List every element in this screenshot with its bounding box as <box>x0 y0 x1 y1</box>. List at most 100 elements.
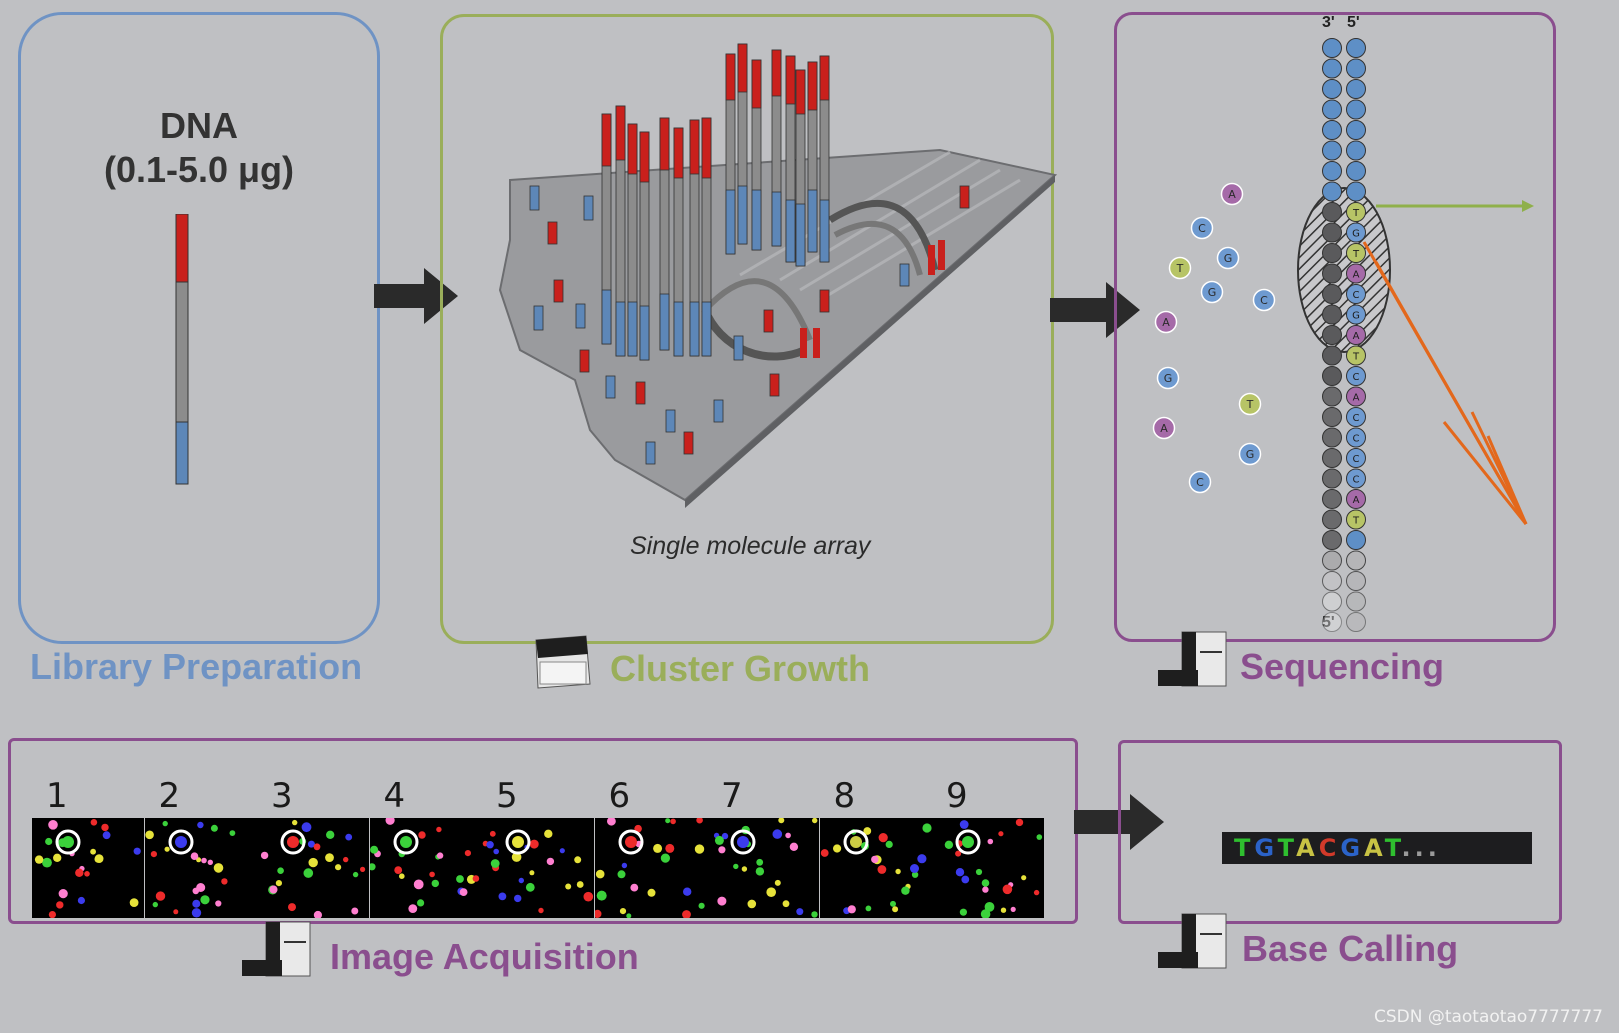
cluster-spot <box>546 857 555 866</box>
cluster-spot <box>84 871 90 877</box>
cluster-spot <box>576 881 584 888</box>
cluster-spot <box>393 866 402 874</box>
cluster-spot <box>360 866 366 872</box>
cluster-spot <box>959 908 967 916</box>
cluster-spot <box>162 820 168 827</box>
strand-bead <box>1322 58 1342 79</box>
cluster-spot <box>313 843 321 851</box>
strand-bead <box>1322 99 1342 120</box>
frame-number: 4 <box>383 776 406 816</box>
strand-label-5prime-bottom: 5' <box>1322 614 1335 631</box>
free-nucleotide <box>1238 392 1262 416</box>
cluster-spot <box>210 824 218 832</box>
cluster-spot <box>774 879 781 886</box>
cluster-spot <box>583 891 594 902</box>
cluster-spot <box>1000 907 1007 913</box>
called-base: T <box>1234 834 1255 862</box>
incorporated-nucleotide <box>1346 386 1366 407</box>
cluster-spot <box>144 830 154 840</box>
cluster-spot <box>832 844 841 853</box>
strand-bead <box>1322 304 1342 325</box>
cluster-spot <box>489 830 496 837</box>
cluster-spot <box>307 840 315 848</box>
cluster-spot <box>961 875 970 884</box>
cluster-spot <box>596 890 607 901</box>
tracked-cluster <box>174 836 187 848</box>
cluster-spot <box>664 843 674 853</box>
cluster-spot <box>416 899 424 907</box>
strand-bead <box>1346 99 1366 120</box>
cluster-spot <box>538 907 544 914</box>
called-base: G <box>1340 834 1365 862</box>
incorporated-nucleotide <box>1346 263 1366 284</box>
cluster-spot <box>220 878 228 885</box>
strand-bead <box>1322 79 1342 99</box>
nucleotide-letter: C <box>1260 294 1268 307</box>
strand-bead <box>1322 263 1342 284</box>
nucleotide-letter: T <box>1352 516 1360 527</box>
tracked-cluster <box>512 836 524 848</box>
cluster-spot <box>594 909 601 918</box>
called-base: A <box>1296 834 1319 862</box>
strand-bead <box>1322 120 1342 140</box>
cluster-spot <box>325 853 334 862</box>
sequencer-icon <box>242 921 311 977</box>
cluster-spot <box>269 885 278 894</box>
incorporated-nucleotide <box>1346 325 1366 345</box>
cluster-spot <box>436 852 443 859</box>
strand-bead <box>1346 550 1366 571</box>
tracked-cluster-ring <box>280 829 306 855</box>
cluster-spot <box>544 829 553 838</box>
sequencer-icon <box>1158 913 1227 969</box>
nucleotide-letter: A <box>1162 316 1170 329</box>
called-base: T <box>1277 834 1297 862</box>
incorporated-nucleotide <box>1346 468 1366 489</box>
called-base: C <box>1318 834 1341 862</box>
tracked-cluster-ring <box>393 829 418 855</box>
cluster-spot <box>698 902 705 909</box>
acquisition-image-frame <box>144 818 257 918</box>
strand-bead <box>1322 448 1342 468</box>
dna-title: DNA <box>160 105 238 146</box>
single-molecule-array-illustration <box>498 43 1058 508</box>
cluster-spot <box>1021 875 1027 881</box>
cluster-spot <box>472 875 479 882</box>
watermark: CSDN @taotaotao7777777 <box>1373 1007 1603 1027</box>
cluster-spot <box>981 879 990 887</box>
cluster-spot <box>916 854 926 864</box>
incorporated-nucleotide <box>1346 427 1366 448</box>
nucleotide-letter: T <box>1352 352 1360 363</box>
strand-bead <box>1346 530 1366 550</box>
cluster-spot <box>455 875 464 883</box>
tracked-cluster-ring <box>618 829 643 855</box>
cluster-spot <box>865 905 871 912</box>
cluster-spot <box>102 831 111 840</box>
cluster-spot <box>56 901 64 909</box>
tracked-cluster-ring <box>168 829 193 855</box>
strand-bead <box>1346 79 1366 99</box>
array-caption: Single molecule array <box>630 532 871 560</box>
arrow-right-icon <box>1050 282 1140 338</box>
cluster-spot <box>326 830 335 839</box>
cluster-spot <box>90 848 96 855</box>
cluster-spot <box>975 868 983 876</box>
cluster-spot <box>288 903 296 912</box>
tracked-cluster <box>737 836 749 848</box>
frame-number: 2 <box>158 776 181 816</box>
nucleotide-letter: C <box>1353 475 1360 486</box>
called-base: A <box>1364 834 1385 862</box>
cluster-spot <box>721 832 729 840</box>
cluster-spot <box>369 863 376 871</box>
cluster-spot <box>660 853 670 863</box>
incorporated-nucleotide <box>1346 202 1366 222</box>
cluster-spot <box>155 891 165 901</box>
nucleotide-letter: C <box>1353 454 1360 465</box>
cluster-spot <box>514 894 522 903</box>
nucleotide-letter: G <box>1224 252 1233 265</box>
cluster-spot <box>885 840 893 848</box>
incorporated-nucleotide <box>1346 366 1366 386</box>
strand-bead <box>1322 407 1342 427</box>
cluster-spot <box>714 835 724 845</box>
nucleotide-letter: T <box>1352 208 1360 219</box>
cluster-spot <box>428 871 435 878</box>
